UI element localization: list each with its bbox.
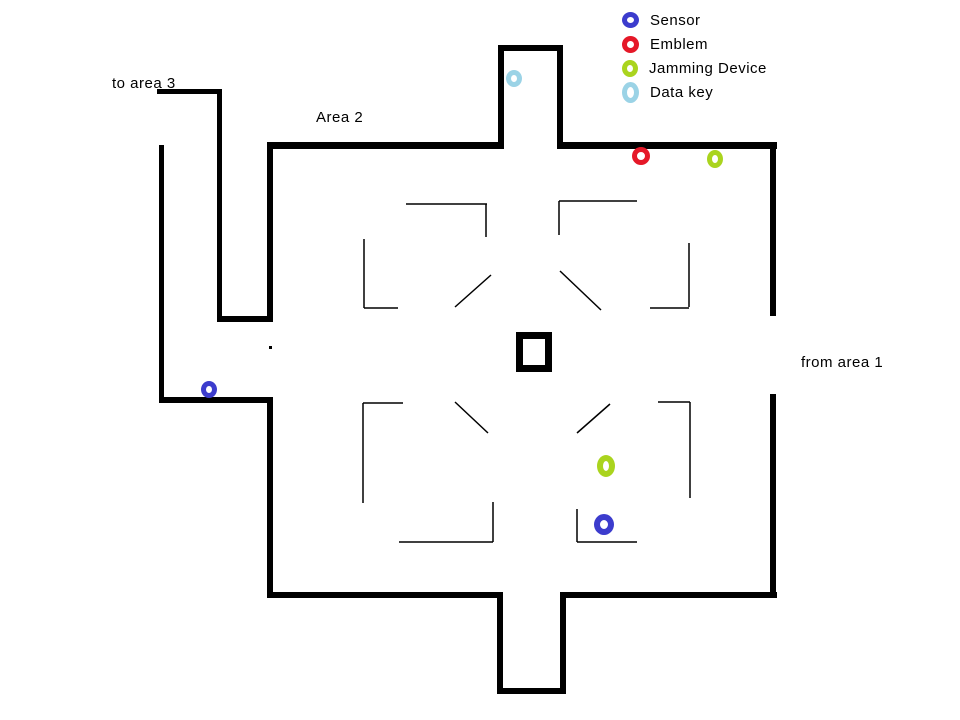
data-key-marker	[506, 70, 522, 87]
wall-segment	[497, 688, 566, 694]
sensor-marker	[594, 514, 614, 535]
map-label-area-2: Area 2	[316, 109, 364, 126]
data-key-icon	[622, 81, 639, 103]
legend-item-emblem: Emblem	[622, 32, 767, 56]
wall-segment	[217, 316, 273, 322]
legend-label-emblem: Emblem	[650, 35, 709, 53]
wall-segment	[560, 592, 777, 598]
jamming-device-marker	[597, 455, 615, 477]
center-square	[516, 332, 552, 372]
map-dot	[269, 346, 272, 349]
emblem-icon	[622, 35, 639, 53]
interior-wall-line	[454, 274, 492, 308]
wall-segment	[268, 592, 503, 598]
legend-item-data-key: Data key	[622, 80, 767, 104]
wall-segment	[267, 142, 273, 322]
interior-wall-line	[559, 270, 602, 311]
jamming-device-marker	[707, 150, 723, 168]
wall-segment	[557, 142, 777, 149]
wall-segment	[557, 45, 563, 149]
sensor-marker	[201, 381, 217, 398]
map-label-from-area-1: from area 1	[801, 354, 884, 371]
legend-label-sensor: Sensor	[650, 11, 701, 29]
legend-label-jamming-device: Jamming Device	[649, 59, 767, 77]
wall-segment	[770, 142, 776, 316]
wall-segment	[159, 397, 273, 403]
wall-segment	[560, 592, 566, 694]
jamming-device-icon	[622, 59, 638, 77]
legend-label-data-key: Data key	[650, 83, 714, 101]
wall-segment	[267, 142, 504, 149]
legend-item-sensor: Sensor	[622, 8, 767, 32]
legend-item-jamming-device: Jamming Device	[622, 56, 767, 80]
wall-segment	[498, 45, 563, 51]
wall-segment	[159, 145, 164, 403]
emblem-marker	[632, 147, 650, 165]
sensor-icon	[622, 12, 639, 28]
wall-segment	[157, 89, 222, 94]
wall-segment	[217, 89, 222, 322]
wall-segment	[498, 45, 504, 148]
interior-wall-line	[576, 403, 611, 434]
legend: Sensor Emblem Jamming Device Data key	[622, 8, 767, 104]
map-label-to-area-3: to area 3	[112, 75, 176, 92]
wall-segment	[770, 394, 776, 598]
interior-wall-line	[454, 401, 489, 434]
wall-segment	[497, 592, 503, 694]
wall-segment	[267, 397, 273, 598]
